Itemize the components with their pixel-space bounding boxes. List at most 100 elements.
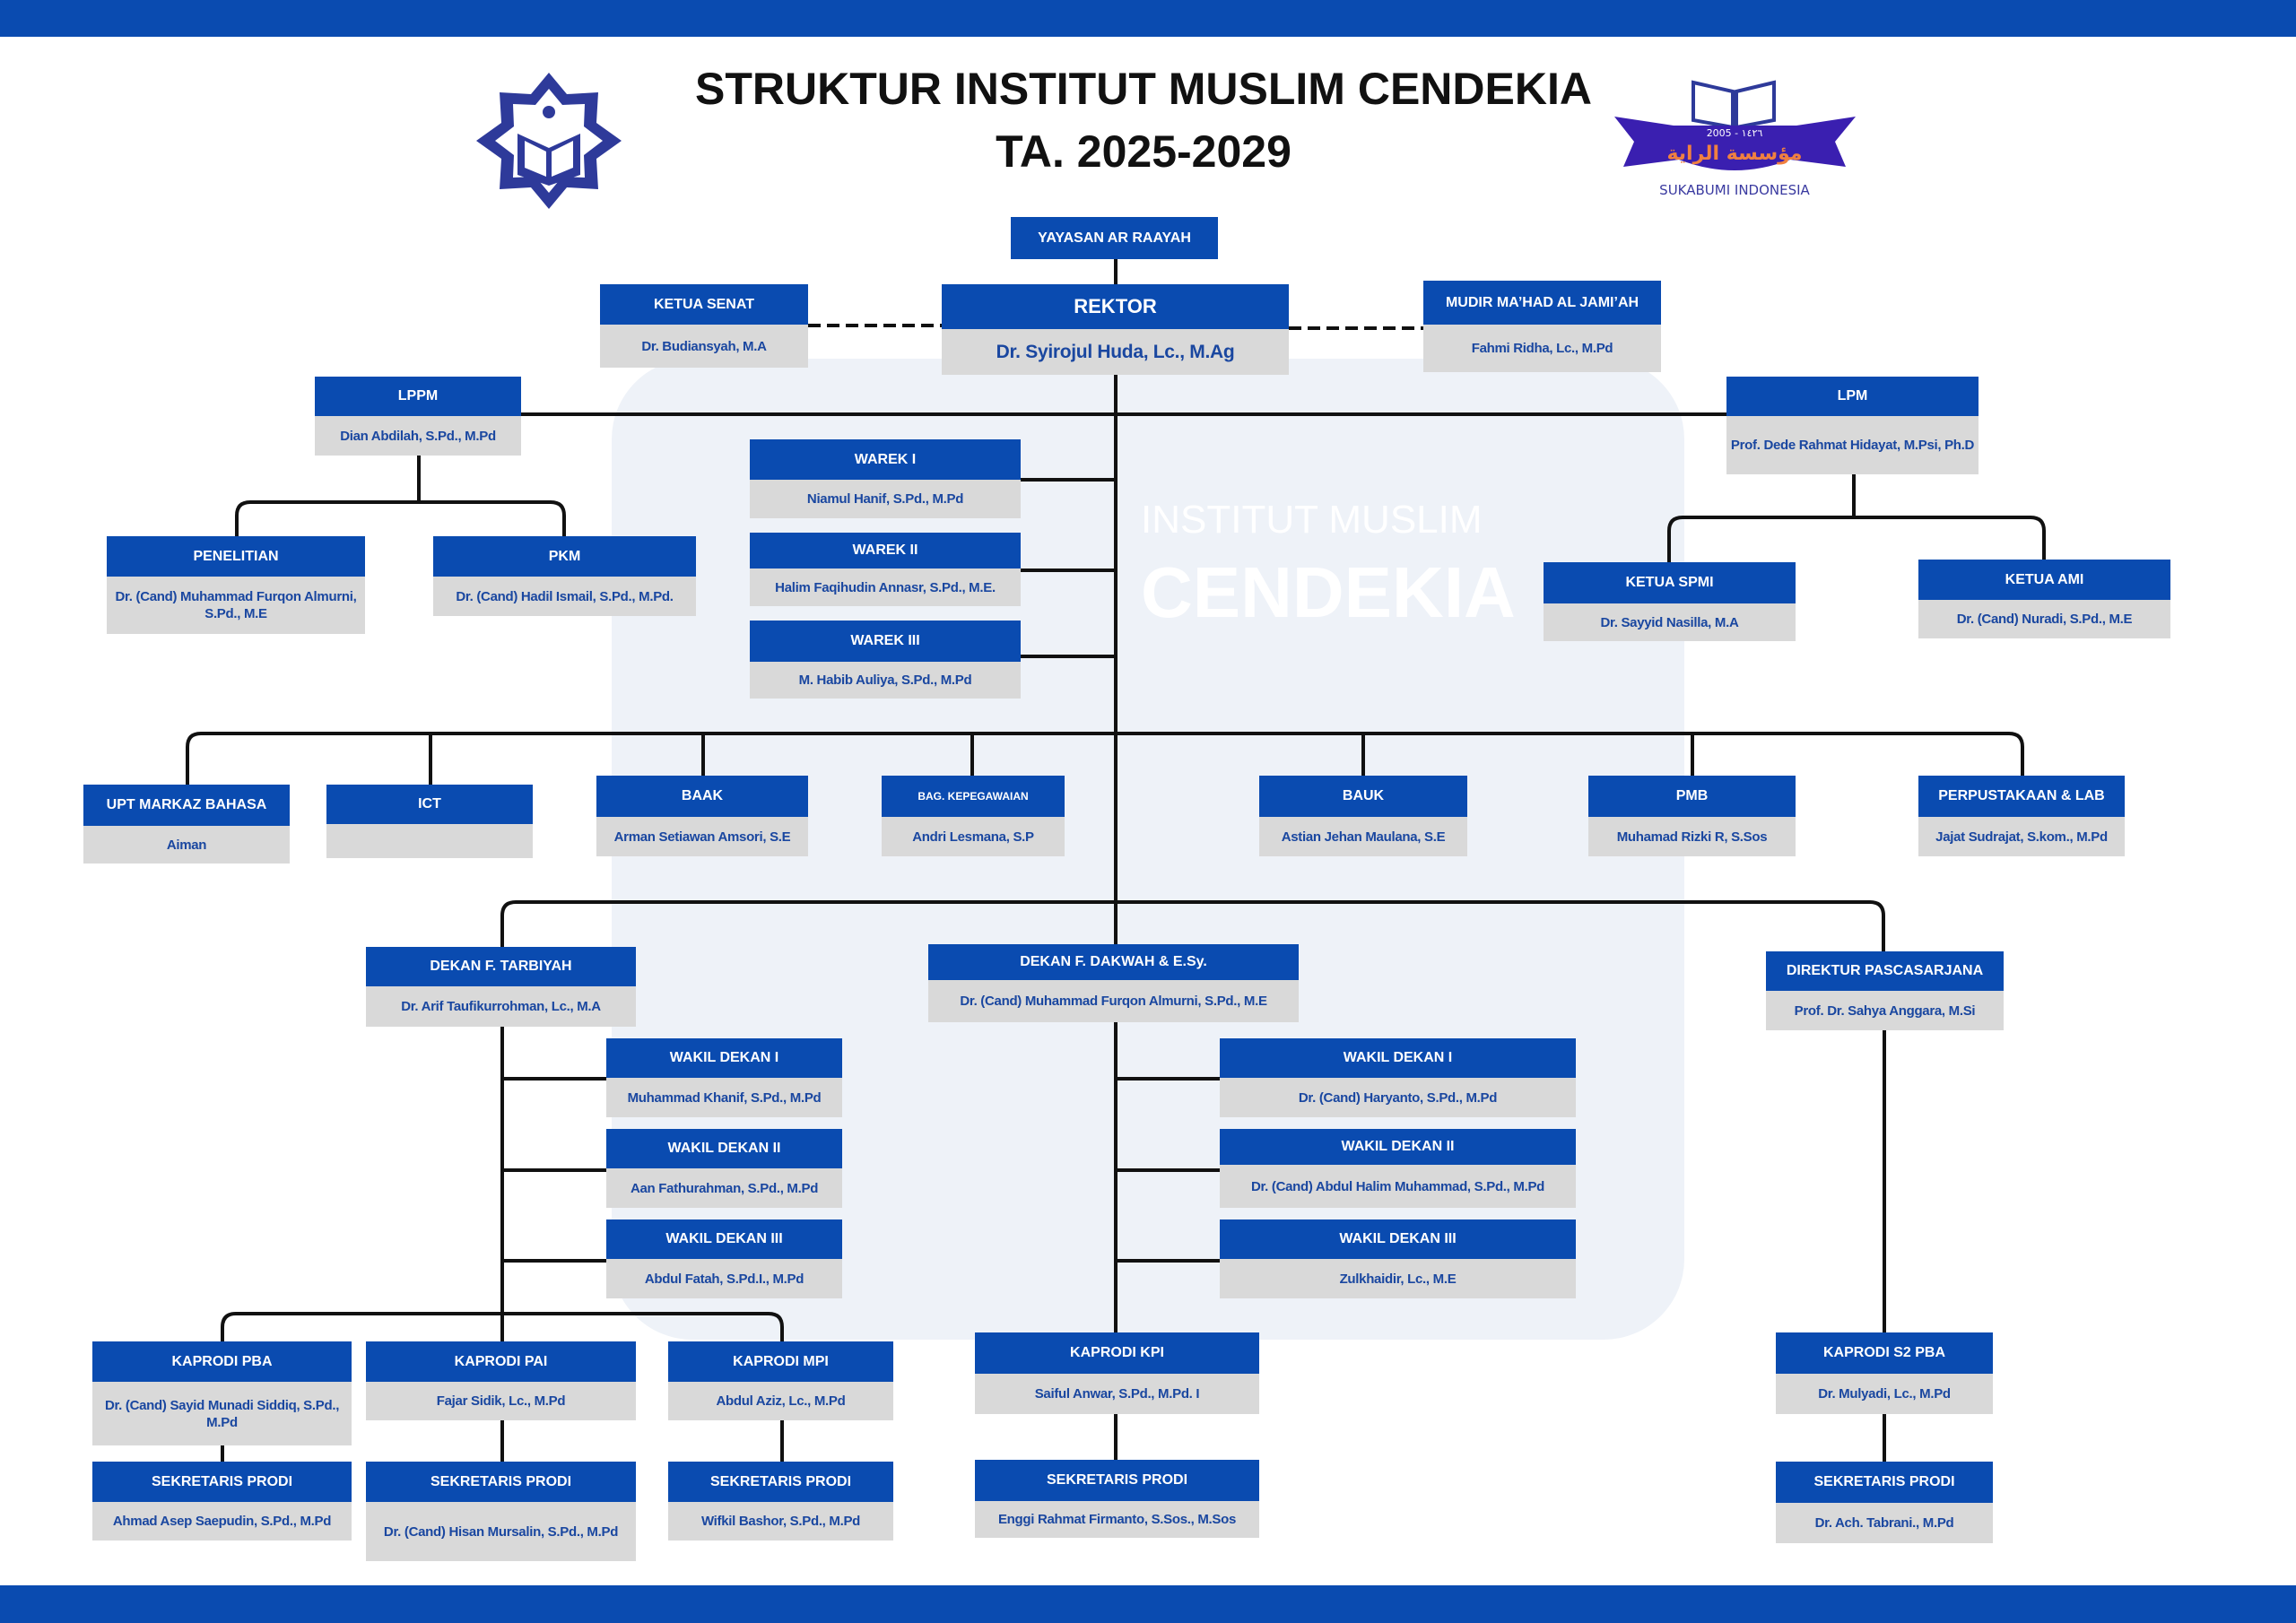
person-name: Dr. (Cand) Sayid Munadi Siddiq, S.Pd., M… <box>92 1382 352 1445</box>
org-box-yayasan: YAYASAN AR RAAYAH <box>1011 217 1218 259</box>
kaprodi-bracket <box>221 1312 784 1341</box>
department-bracket <box>186 732 2024 785</box>
dakwah-connectors <box>1116 1077 1220 1263</box>
position-title: PMB <box>1588 776 1796 817</box>
person-name: Prof. Dr. Sahya Anggara, M.Si <box>1766 991 2004 1030</box>
position-title: WAKIL DEKAN I <box>1220 1038 1576 1078</box>
person-name: Abdul Fatah, S.Pd.I., M.Pd <box>606 1259 842 1298</box>
lpm-bracket <box>1667 474 2046 562</box>
person-name: Dr. (Cand) Haryanto, S.Pd., M.Pd <box>1220 1078 1576 1117</box>
person-name: Dr. (Cand) Muhammad Furqon Almurni, S.Pd… <box>928 980 1299 1022</box>
position-title: KETUA AMI <box>1918 560 2170 600</box>
person-name: Niamul Hanif, S.Pd., M.Pd <box>750 480 1021 518</box>
position-title: DEKAN F. TARBIYAH <box>366 947 636 986</box>
top-banner-bar <box>0 0 2296 37</box>
position-title: WAKIL DEKAN II <box>606 1129 842 1168</box>
position-title: DEKAN F. DAKWAH & E.Sy. <box>928 944 1299 980</box>
position-title: PENELITIAN <box>107 536 365 577</box>
person-name: M. Habib Auliya, S.Pd., M.Pd <box>750 662 1021 699</box>
position-title: BAAK <box>596 776 808 817</box>
logo-arabic-text: مؤسسة الراية <box>1666 143 1802 165</box>
person-name: Halim Faqihudin Annasr, S.Pd., M.E. <box>750 568 1021 606</box>
position-title: BAG. KEPEGAWAIAN <box>882 776 1065 817</box>
position-title: PKM <box>433 536 696 577</box>
position-title: KAPRODI MPI <box>668 1341 893 1382</box>
person-name: Dr. (Cand) Nuradi, S.Pd., M.E <box>1918 600 2170 638</box>
position-title: SEKRETARIS PRODI <box>668 1462 893 1502</box>
position-title: UPT MARKAZ BAHASA <box>83 785 290 826</box>
position-title: PERPUSTAKAAN & LAB <box>1918 776 2125 817</box>
position-title: KAPRODI KPI <box>975 1332 1259 1374</box>
person-name: Dr. Ach. Tabrani., M.Pd <box>1776 1503 1993 1543</box>
person-name: Enggi Rahmat Firmanto, S.Sos., M.Sos <box>975 1501 1259 1538</box>
position-title: KAPRODI PBA <box>92 1341 352 1382</box>
position-title: SEKRETARIS PRODI <box>1776 1462 1993 1503</box>
person-name: Muhammad Khanif, S.Pd., M.Pd <box>606 1078 842 1117</box>
faculty-bracket <box>500 900 1885 951</box>
logo-location-text: SUKABUMI INDONESIA <box>1659 182 1810 198</box>
person-name: Arman Setiawan Amsori, S.E <box>596 817 808 856</box>
position-title: KAPRODI PAI <box>366 1341 636 1382</box>
person-name: Aiman <box>83 826 290 864</box>
org-box-ict: ICT <box>326 785 533 858</box>
person-name <box>326 824 533 858</box>
position-title: WAKIL DEKAN II <box>1220 1129 1576 1165</box>
position-title: BAUK <box>1259 776 1467 817</box>
person-name: Dr. (Cand) Hadil Ismail, S.Pd., M.Pd. <box>433 577 696 616</box>
page-title-line1: STRUKTUR INSTITUT MUSLIM CENDEKIA <box>695 64 1592 114</box>
position-title: ICT <box>326 785 533 824</box>
person-name: Jajat Sudrajat, S.kom., M.Pd <box>1918 817 2125 856</box>
position-title: WAREK II <box>750 533 1021 568</box>
person-name: Saiful Anwar, S.Pd., M.Pd. I <box>975 1374 1259 1414</box>
position-title: KAPRODI S2 PBA <box>1776 1332 1993 1374</box>
position-title: KETUA SENAT <box>600 284 808 325</box>
lppm-bracket <box>235 456 566 536</box>
person-name: Ahmad Asep Saepudin, S.Pd., M.Pd <box>92 1502 352 1541</box>
position-title: KETUA SPMI <box>1544 562 1796 603</box>
person-name: Fajar Sidik, Lc., M.Pd <box>366 1382 636 1420</box>
person-name: Dr. (Cand) Abdul Halim Muhammad, S.Pd., … <box>1220 1165 1576 1208</box>
person-name: Dr. (Cand) Hisan Mursalin, S.Pd., M.Pd <box>366 1502 636 1561</box>
person-name: Aan Fathurahman, S.Pd., M.Pd <box>606 1168 842 1208</box>
bottom-banner-bar <box>0 1585 2296 1623</box>
person-name: Dr. Mulyadi, Lc., M.Pd <box>1776 1374 1993 1414</box>
position-title: YAYASAN AR RAAYAH <box>1011 217 1218 259</box>
position-title: SEKRETARIS PRODI <box>366 1462 636 1502</box>
person-name: Dr. Syirojul Huda, Lc., M.Ag <box>942 329 1289 375</box>
logo-year-text: 2005 - ١٤٢٦ <box>1707 127 1763 139</box>
warek-connectors <box>1021 478 1116 658</box>
foundation-logo: 2005 - ١٤٢٦ مؤسسة الراية SUKABUMI INDONE… <box>1614 80 1856 198</box>
person-name: Dr. Arif Taufikurrohman, Lc., M.A <box>366 986 636 1027</box>
person-name: Dr. Sayyid Nasilla, M.A <box>1544 603 1796 641</box>
person-name: Zulkhaidir, Lc., M.E <box>1220 1259 1576 1298</box>
person-name: Andri Lesmana, S.P <box>882 817 1065 856</box>
position-title: MUDIR MA’HAD AL JAMI’AH <box>1423 281 1661 325</box>
